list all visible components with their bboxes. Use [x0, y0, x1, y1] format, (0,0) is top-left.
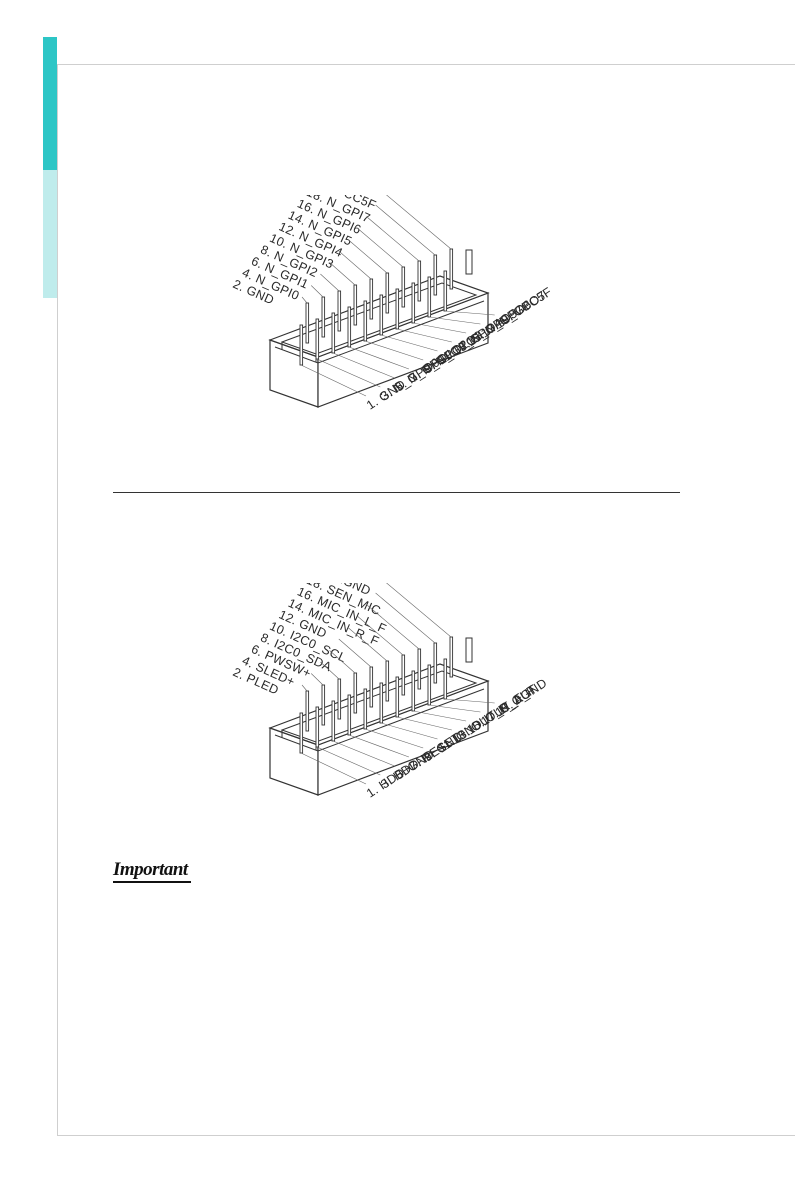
leader-line — [347, 627, 388, 662]
pin-odd — [411, 670, 416, 712]
pin-odd — [347, 694, 352, 736]
pin-even — [417, 648, 422, 690]
leader-line — [386, 195, 452, 250]
section-accent-bar — [43, 37, 57, 170]
leader-line — [444, 698, 495, 704]
pin-even — [337, 290, 342, 332]
leader-line — [412, 710, 467, 722]
pin-odd — [299, 712, 304, 754]
pin-odd — [379, 294, 384, 336]
page-frame-bottom — [57, 1135, 795, 1136]
leader-line — [380, 722, 438, 740]
pin-even — [353, 284, 358, 326]
pin-odd — [395, 288, 400, 330]
pin-odd — [395, 676, 400, 718]
pin-even — [401, 266, 406, 308]
leader-line — [366, 604, 420, 650]
leader-line — [301, 684, 308, 692]
pin-even — [385, 660, 390, 702]
pin-odd — [443, 658, 448, 700]
pin-even — [305, 690, 310, 732]
page-frame-left — [57, 64, 58, 1136]
leader-line — [366, 216, 420, 262]
leader-line — [396, 328, 452, 343]
leader-line — [329, 262, 356, 286]
leader-line — [300, 752, 367, 785]
pin-odd — [427, 276, 432, 318]
pin-odd — [443, 270, 448, 312]
leader-line — [444, 310, 495, 316]
pin-even — [449, 248, 454, 290]
pin-odd — [347, 306, 352, 348]
leader-line — [428, 704, 481, 713]
pin-even — [369, 666, 374, 708]
pin-even — [353, 672, 358, 714]
pin-odd — [411, 282, 416, 324]
page-frame-top — [57, 64, 795, 65]
leader-line — [375, 592, 436, 644]
pin-odd — [315, 706, 320, 748]
pin-even — [385, 272, 390, 314]
leader-line — [357, 227, 404, 268]
leader-line — [310, 673, 324, 686]
pin-even — [433, 254, 438, 296]
leader-line — [347, 239, 388, 274]
pin-even — [337, 678, 342, 720]
pin-odd — [427, 664, 432, 706]
leader-line — [310, 285, 324, 298]
leader-line — [329, 650, 356, 674]
leader-line — [316, 358, 381, 388]
leader-line — [348, 346, 410, 370]
section-divider — [113, 492, 680, 493]
pin-even — [449, 636, 454, 678]
leader-line — [396, 716, 452, 731]
leader-line — [380, 334, 438, 352]
leader-line — [316, 746, 381, 776]
leader-line — [412, 322, 467, 334]
leader-line — [300, 364, 367, 397]
connector-key — [465, 637, 473, 663]
pin-even — [369, 278, 374, 320]
pin-odd — [331, 700, 336, 742]
leader-line — [357, 615, 404, 656]
leader-line — [428, 316, 481, 325]
leader-line — [320, 661, 340, 680]
leader-line — [364, 340, 424, 361]
leader-line — [386, 583, 452, 638]
pin-even — [321, 296, 326, 338]
pin-even — [417, 260, 422, 302]
leader-line — [348, 734, 410, 758]
leader-line — [338, 250, 372, 280]
leader-line — [320, 273, 340, 292]
pin-even — [433, 642, 438, 684]
leader-line — [332, 352, 395, 379]
pin-even — [321, 684, 326, 726]
leader-line — [338, 638, 372, 668]
leader-line — [375, 204, 436, 256]
pin-odd — [299, 324, 304, 366]
pin-odd — [379, 682, 384, 724]
leader-line — [301, 296, 308, 304]
pin-odd — [363, 688, 368, 730]
connector-key — [465, 249, 473, 275]
pin-even — [305, 302, 310, 344]
pin-odd — [315, 318, 320, 360]
pin-odd — [363, 300, 368, 342]
important-label: Important — [113, 860, 191, 883]
pin-odd — [331, 312, 336, 354]
leader-line — [332, 740, 395, 767]
pin-even — [401, 654, 406, 696]
section-accent-bar-light — [43, 170, 57, 298]
leader-line — [364, 728, 424, 749]
